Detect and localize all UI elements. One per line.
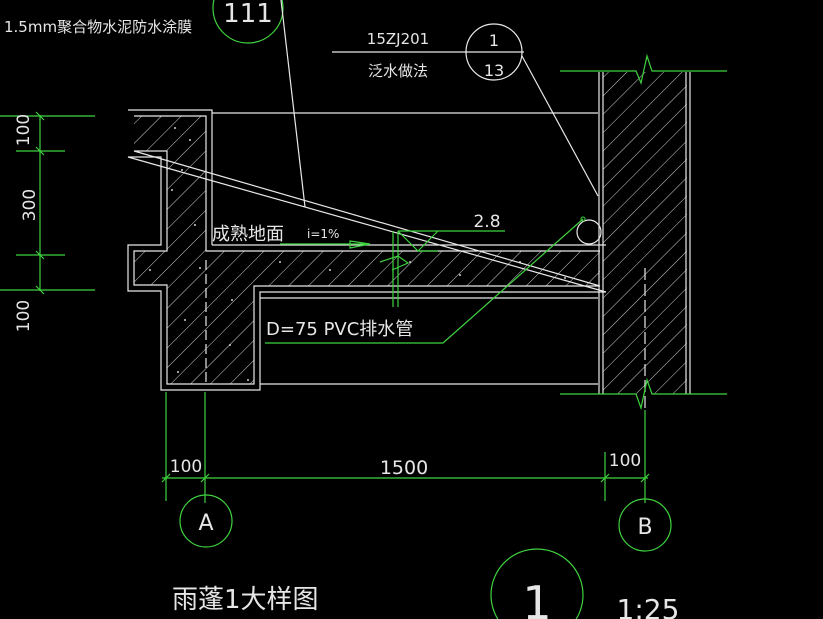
membrane-note: 1.5mm聚合物水泥防水涂膜 — [4, 18, 192, 36]
drain-pipe-section — [576, 219, 602, 245]
slope-label: i=1% — [307, 227, 339, 241]
dim-vertical-3: 100 — [14, 300, 34, 332]
dim-vertical-1: 100 — [14, 114, 34, 146]
drawing-scale: 1:25 — [617, 593, 680, 619]
concrete-section — [127, 109, 607, 391]
brick-wall — [598, 72, 691, 410]
floor-finish-label: 成熟地面 — [212, 224, 284, 245]
elevation-value: 2.8 — [473, 212, 500, 232]
reference-label: 泛水做法 — [368, 62, 428, 80]
vertical-dimensions — [0, 111, 95, 295]
axis-bubble-a — [179, 494, 233, 548]
drawing-title: 雨蓬1大样图 — [172, 585, 319, 615]
dim-horizontal-3: 100 — [609, 451, 641, 471]
axis-label-a: A — [198, 511, 213, 536]
axis-bubble-b — [618, 498, 672, 552]
reference-sheet: 13 — [484, 61, 504, 80]
reference-detail: 1 — [489, 31, 499, 50]
break-line-bottom — [560, 377, 727, 411]
drain-pipe-label: D=75 PVC排水管 — [266, 319, 413, 340]
break-line-top — [560, 53, 727, 85]
detail-number: 1 — [522, 576, 551, 619]
index-bubble-text: 111 — [223, 0, 273, 29]
reference-code: 15ZJ201 — [367, 30, 429, 48]
drain-pipe-leader — [265, 218, 584, 344]
reference-bubble — [465, 23, 523, 81]
dim-vertical-2: 300 — [20, 189, 40, 221]
slope-arrow — [280, 240, 371, 249]
horizontal-dimensions — [161, 392, 650, 503]
detail-number-bubble — [490, 548, 584, 619]
axis-label-b: B — [637, 515, 652, 540]
break-symbol — [379, 255, 410, 271]
dim-horizontal-2: 1500 — [380, 457, 428, 479]
dim-horizontal-1: 100 — [170, 457, 202, 477]
index-bubble — [212, 0, 284, 44]
